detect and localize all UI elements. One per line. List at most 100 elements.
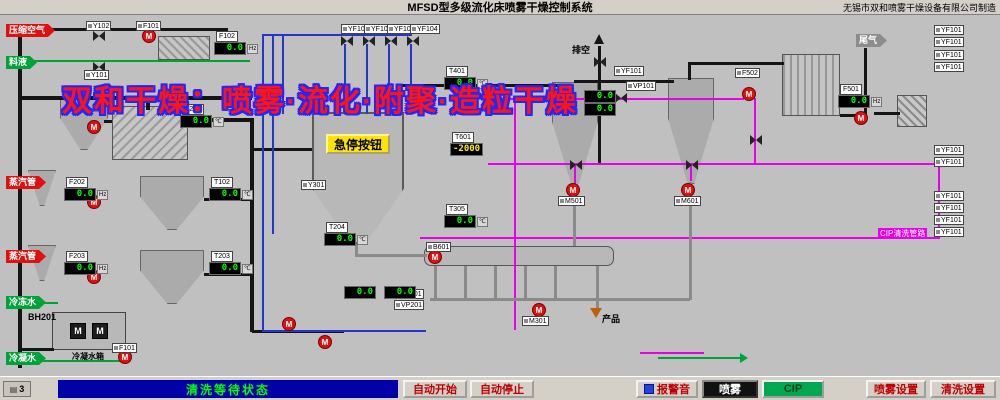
- valve-icon[interactable]: [686, 160, 698, 170]
- cip-mode-button[interactable]: CIP: [762, 380, 824, 398]
- pump-icon[interactable]: M: [282, 317, 296, 331]
- tag-icon: [936, 206, 940, 210]
- valve-icon[interactable]: [385, 36, 397, 46]
- pump-icon[interactable]: M: [428, 250, 442, 264]
- chilled-water-arrow: 冷冻水: [6, 296, 46, 309]
- pipe: [598, 298, 690, 301]
- instrument-unit: Hz: [871, 96, 883, 107]
- tag-icon: [936, 230, 940, 234]
- pump-icon[interactable]: M: [532, 303, 546, 317]
- tag-text: YF103: [394, 25, 415, 33]
- pipe: [250, 118, 254, 332]
- alarm-sound-button[interactable]: 报警音: [636, 380, 698, 398]
- tag-icon: [936, 28, 940, 32]
- pipe: [494, 266, 497, 300]
- pipe: [262, 34, 264, 332]
- pipe: [355, 254, 427, 257]
- tag-label: YF101: [614, 66, 644, 76]
- pump-icon[interactable]: M: [318, 335, 332, 349]
- instrument-unit: Hz: [97, 263, 109, 274]
- pump-icon[interactable]: M: [681, 183, 695, 197]
- instrument-tag: F501: [840, 84, 862, 95]
- tag-text: M301: [529, 317, 547, 325]
- pump-icon[interactable]: M: [566, 183, 580, 197]
- exhaust-filter: [897, 95, 927, 127]
- auto-stop-button[interactable]: 自动停止: [470, 380, 534, 398]
- instrument-value: 0.0: [444, 215, 476, 228]
- pipe: [573, 184, 576, 246]
- pipe: [104, 120, 112, 123]
- clean-settings-button[interactable]: 清洗设置: [930, 380, 996, 398]
- value-display: 0.0: [584, 103, 616, 116]
- tag-icon: [737, 71, 741, 75]
- pipe: [464, 266, 467, 300]
- page-indicator[interactable]: ▤ 3: [3, 381, 31, 397]
- pump-icon[interactable]: M: [742, 87, 756, 101]
- instrument-tag: T203: [211, 251, 233, 262]
- tag-icon: [936, 65, 940, 69]
- valve-icon[interactable]: [93, 31, 105, 41]
- emergency-stop-button[interactable]: 急停按钮: [326, 134, 390, 154]
- exhaust-heat-exchanger: [782, 54, 840, 116]
- tag-text: Y301: [308, 181, 325, 189]
- pipe: [355, 244, 358, 256]
- valve-icon[interactable]: [750, 135, 762, 145]
- tag-text: YF101: [941, 204, 962, 212]
- pipe: [864, 48, 867, 114]
- tag-text: YF101: [621, 67, 642, 75]
- pipe: [18, 24, 22, 368]
- tag-text: YF101: [941, 51, 962, 59]
- instrument-value: 0.0: [209, 188, 241, 201]
- condensate-water-arrow: 冷凝水: [6, 352, 46, 365]
- tag-label: YF101: [934, 37, 964, 47]
- tag-text: YF101: [941, 158, 962, 166]
- instrument-unit: ℃: [477, 78, 488, 89]
- instrument-tag: T401: [446, 66, 468, 77]
- auto-start-button[interactable]: 自动开始: [403, 380, 467, 398]
- tag-label: F502: [735, 68, 760, 78]
- tag-label: Y301: [301, 180, 327, 190]
- tag-text: YF104: [417, 25, 438, 33]
- tag-text: B601: [433, 243, 450, 251]
- pipe: [488, 163, 958, 165]
- product-arrow: [590, 308, 602, 318]
- instrument-T601: T601-2000: [450, 132, 484, 156]
- valve-icon[interactable]: [407, 36, 419, 46]
- pipe: [18, 348, 54, 351]
- spray-settings-button[interactable]: 喷雾设置: [866, 380, 926, 398]
- pipe: [430, 298, 600, 301]
- valve-icon[interactable]: [341, 36, 353, 46]
- tag-text: YF101: [941, 63, 962, 71]
- pipe: [420, 237, 940, 239]
- vent-label: 排空: [572, 45, 591, 55]
- tag-label: YF101: [934, 50, 964, 60]
- tag-label: YF101: [934, 25, 964, 35]
- valve-icon[interactable]: [615, 93, 627, 103]
- pump-icon[interactable]: M: [142, 29, 156, 43]
- pump-icon[interactable]: M: [118, 350, 132, 364]
- valve-icon[interactable]: [363, 36, 375, 46]
- pipe: [690, 163, 692, 181]
- valve-icon[interactable]: [570, 160, 582, 170]
- agitator-motor-icon: M: [92, 323, 108, 339]
- tag-icon: [389, 27, 393, 31]
- instrument-unit: Hz: [97, 189, 109, 200]
- valve-icon[interactable]: [93, 62, 105, 72]
- page-title: MFSD型多级流化床喷雾干燥控制系统: [407, 2, 593, 14]
- tag-text: M601: [681, 197, 699, 205]
- pipe: [689, 182, 692, 300]
- pipe: [344, 44, 346, 114]
- tag-label: YF101: [934, 62, 964, 72]
- tag-icon: [936, 160, 940, 164]
- valve-icon[interactable]: [594, 57, 606, 67]
- pump-icon[interactable]: M: [854, 111, 868, 125]
- pump-icon[interactable]: M: [87, 120, 101, 134]
- value-display: 0.0: [344, 286, 376, 299]
- tag-text: YF101: [941, 38, 962, 46]
- pipe: [22, 96, 252, 100]
- spray-mode-button[interactable]: 喷雾: [702, 380, 758, 398]
- tag-text: YF101: [941, 146, 962, 154]
- tag-icon: [412, 27, 416, 31]
